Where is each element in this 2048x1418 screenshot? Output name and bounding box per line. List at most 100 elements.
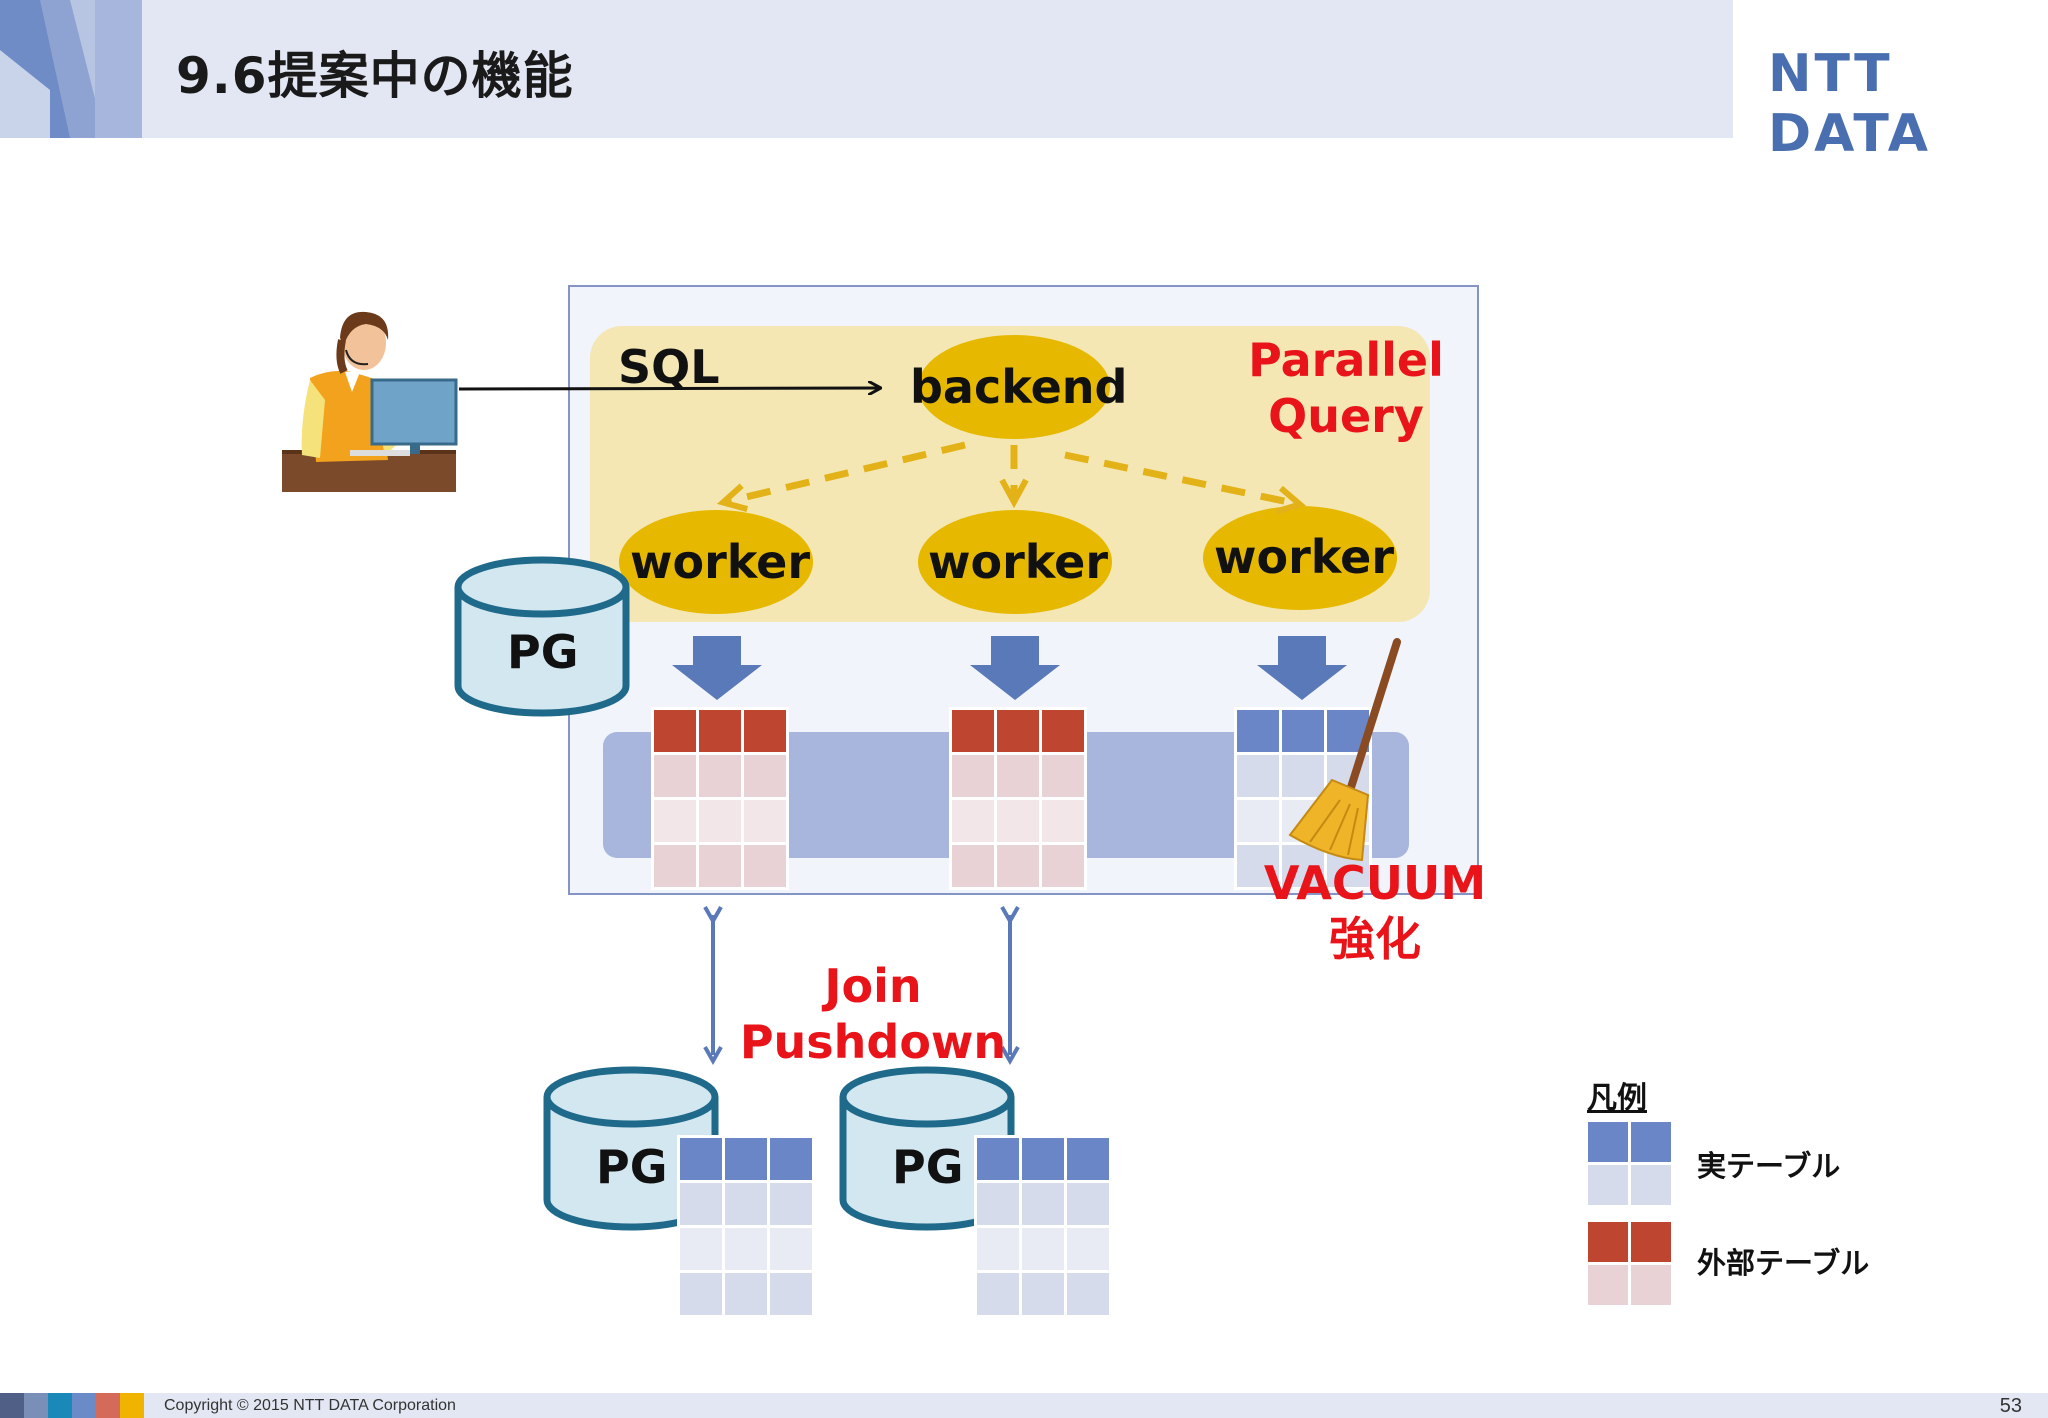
table-cell — [977, 1183, 1019, 1225]
pg-label-remote-1: PG — [596, 1140, 668, 1194]
vacuum-line-1: VACUUM — [1263, 856, 1487, 910]
table-cell — [1042, 710, 1084, 752]
table-cell — [977, 1228, 1019, 1270]
table-cell — [1042, 800, 1084, 842]
legend-title: 凡例 — [1587, 1081, 1647, 1116]
worker-label-2: worker — [928, 535, 1109, 589]
worker-node-3 — [1203, 506, 1397, 610]
join-pushdown-line-1: Join — [824, 959, 922, 1013]
table-cell — [654, 845, 696, 887]
slide-header: 9.6提案中の機能 NTT DATA — [0, 0, 2048, 164]
table-cell — [1282, 710, 1324, 752]
legend-swatch-cell — [1588, 1122, 1628, 1162]
table-cell — [1282, 845, 1324, 887]
table-cell — [699, 755, 741, 797]
page-title: 9.6提案中の機能 — [176, 47, 574, 105]
legend-label-foreign-table: 外部テーブル — [1697, 1246, 1870, 1280]
table-cell — [1022, 1183, 1064, 1225]
table-cell — [654, 800, 696, 842]
table-cell — [770, 1228, 812, 1270]
table-cell — [952, 755, 994, 797]
legend-swatch-cell — [1631, 1222, 1671, 1262]
backend-label: backend — [910, 360, 1128, 414]
table-cell — [699, 800, 741, 842]
table-grids — [651, 707, 1372, 890]
footer-swatch-4 — [72, 1393, 96, 1418]
table-cell — [744, 800, 786, 842]
footer-swatch-3 — [48, 1393, 72, 1418]
remote-table-grids — [677, 1135, 1112, 1318]
vacuum-label: VACUUM 強化 — [1260, 855, 1490, 967]
table-cell — [997, 755, 1039, 797]
backend-node — [918, 335, 1110, 439]
worker-label-1: worker — [630, 535, 811, 589]
table-cell — [699, 710, 741, 752]
table-cell — [952, 800, 994, 842]
table-cell — [744, 710, 786, 752]
table-cell — [1042, 845, 1084, 887]
remote-real-table-2 — [974, 1135, 1112, 1318]
parallel-query-line-1: Parallel — [1248, 333, 1444, 387]
table-cell — [725, 1273, 767, 1315]
table-cell — [725, 1138, 767, 1180]
foreign-table-2 — [949, 707, 1087, 890]
footer-swatch-6 — [120, 1393, 144, 1418]
down-arrow-3 — [1257, 636, 1347, 700]
copyright-text: Copyright © 2015 NTT DATA Corporation — [164, 1397, 456, 1414]
table-cell — [1067, 1228, 1109, 1270]
user-illustration — [282, 311, 458, 492]
pg-label-remote-2: PG — [892, 1140, 964, 1194]
page-number: 53 — [1999, 1395, 2022, 1417]
broom-icon — [1288, 638, 1401, 862]
table-cell — [952, 710, 994, 752]
foreign-table-1 — [651, 707, 789, 890]
ntt-data-logo: NTT DATA — [1768, 44, 1932, 164]
table-cell — [997, 710, 1039, 752]
footer-swatch-5 — [96, 1393, 120, 1418]
table-cell — [997, 845, 1039, 887]
table-cell — [770, 1273, 812, 1315]
pg-cylinder-local — [454, 556, 630, 717]
table-cell — [680, 1138, 722, 1180]
table-cell — [744, 845, 786, 887]
table-cell — [1237, 845, 1279, 887]
table-cell — [977, 1138, 1019, 1180]
legend-label-real-table: 実テーブル — [1697, 1149, 1841, 1183]
table-cell — [1042, 755, 1084, 797]
table-cell — [1237, 755, 1279, 797]
legend-swatch-cell — [1631, 1122, 1671, 1162]
legend-swatch-cell — [1588, 1265, 1628, 1305]
table-cell — [725, 1228, 767, 1270]
table-cell — [1282, 755, 1324, 797]
header-decoration — [0, 0, 142, 138]
table-cell — [680, 1183, 722, 1225]
table-cell — [654, 755, 696, 797]
table-cell — [1237, 800, 1279, 842]
worker-node-2 — [918, 510, 1112, 614]
dispatch-arrow-left — [725, 441, 966, 502]
pg-cylinder-remote-2 — [839, 1066, 1015, 1231]
table-cell — [1237, 710, 1279, 752]
table-cell — [1067, 1138, 1109, 1180]
remote-real-table-1 — [677, 1135, 815, 1318]
table-cell — [1022, 1138, 1064, 1180]
legend-swatch-cell — [1588, 1165, 1628, 1205]
footer-swatch-2 — [24, 1393, 48, 1418]
parallel-query-label: Parallel Query — [1236, 332, 1456, 444]
legend-swatches — [1588, 1122, 1671, 1305]
legend-swatch-cell — [1631, 1265, 1671, 1305]
footer-swatch-1 — [0, 1393, 24, 1418]
down-arrow-2 — [970, 636, 1060, 700]
table-cell — [680, 1273, 722, 1315]
table-cell — [1067, 1273, 1109, 1315]
table-cell — [1067, 1183, 1109, 1225]
join-pushdown-label: Join Pushdown — [738, 958, 1008, 1070]
table-cell — [977, 1273, 1019, 1315]
legend-swatch-cell — [1631, 1165, 1671, 1205]
slide-footer: Copyright © 2015 NTT DATA Corporation 53 — [0, 1393, 2048, 1418]
sql-arrow — [458, 388, 880, 389]
table-cell — [770, 1138, 812, 1180]
parallel-query-line-2: Query — [1268, 389, 1424, 443]
table-cell — [744, 755, 786, 797]
